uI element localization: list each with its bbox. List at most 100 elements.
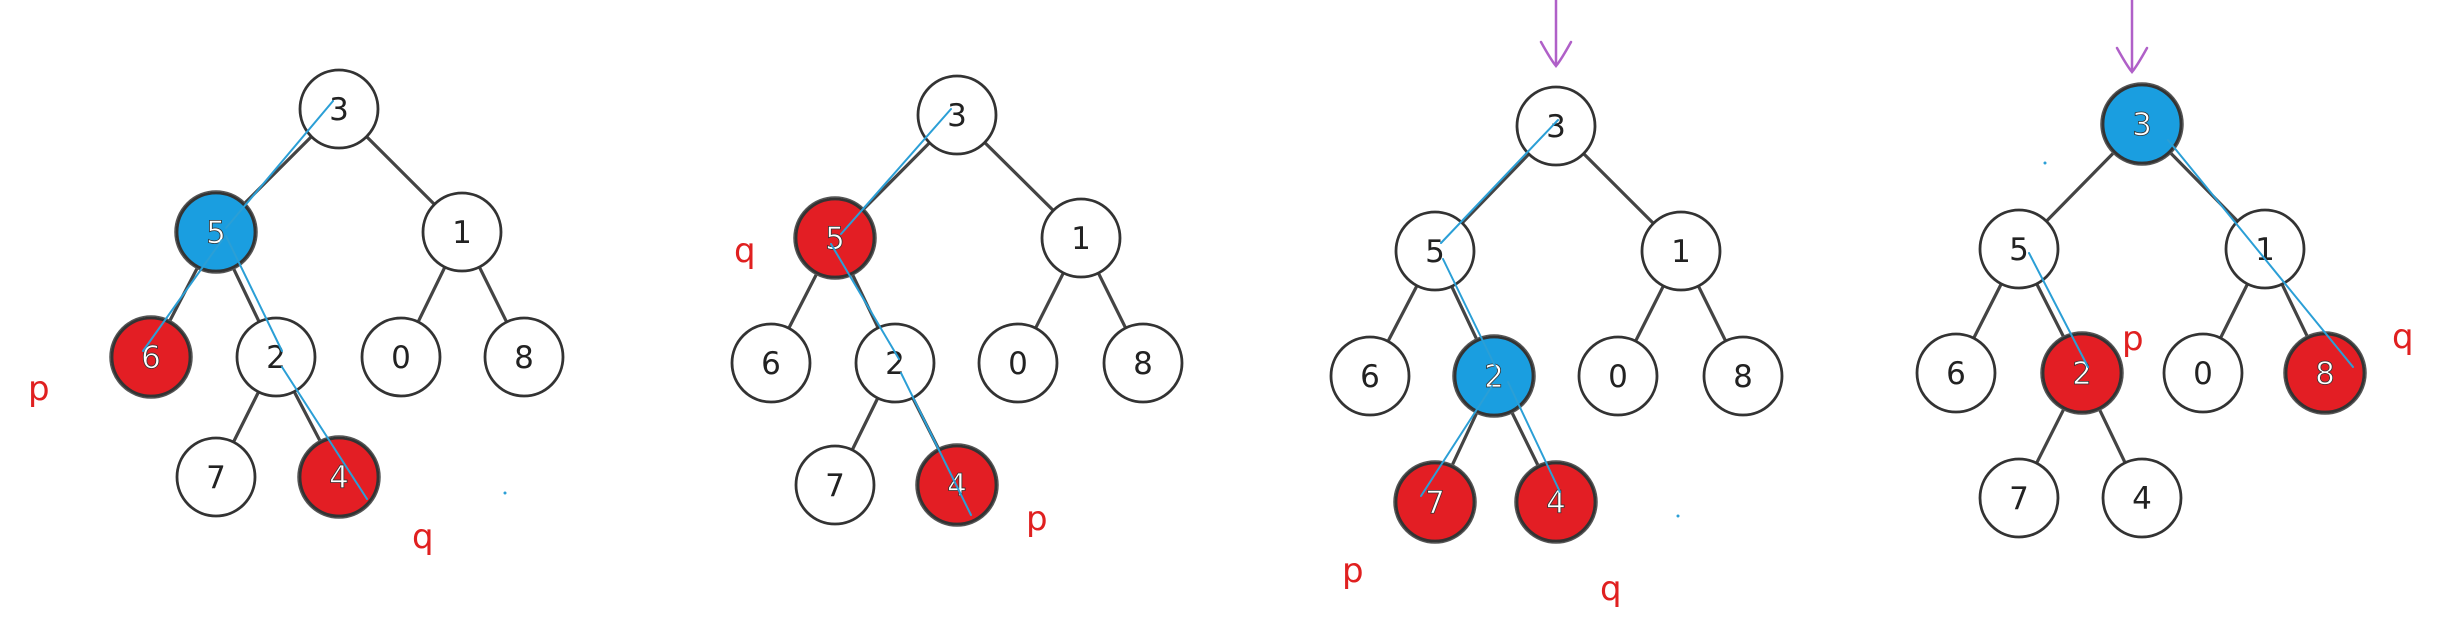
tree-edge-n1-n8 xyxy=(2280,282,2310,340)
node-circle xyxy=(175,436,257,518)
node-circle xyxy=(483,316,565,398)
tree-node-7: 7 xyxy=(794,444,876,526)
tree-node-5: 5 xyxy=(1978,208,2060,290)
path-line-n5-n2 xyxy=(1442,258,1497,369)
tree-node-7: 7 xyxy=(1393,460,1477,544)
node-label: 3 xyxy=(2132,107,2152,143)
tree-edge-n5-n6 xyxy=(1386,284,1419,343)
node-circle xyxy=(1978,457,2060,539)
node-label: 3 xyxy=(1546,109,1566,145)
tree-node-7: 7 xyxy=(175,436,257,518)
node-label: 1 xyxy=(452,215,472,251)
node-outer-ring xyxy=(1514,460,1598,544)
node-label: 7 xyxy=(1425,485,1445,521)
node-outer-ring xyxy=(1452,334,1536,418)
node-circle xyxy=(1394,461,1476,543)
path-line-n3-n8 xyxy=(2167,139,2354,368)
node-circle xyxy=(1515,461,1597,543)
node-circle xyxy=(1915,332,1997,414)
node-outer-ring xyxy=(793,196,877,280)
path-line-n2-n4 xyxy=(900,372,972,516)
node-circle xyxy=(235,316,317,398)
node-circle xyxy=(1702,335,1784,417)
tree-edge-n1-n0 xyxy=(416,265,447,324)
tree-node-0: 0 xyxy=(360,316,442,398)
node-label: 7 xyxy=(825,468,845,504)
node-label: 3 xyxy=(329,92,349,128)
node-label: 0 xyxy=(1008,346,1028,382)
tree-edge-n3-n5 xyxy=(1460,152,1531,225)
tree-node-3: 3 xyxy=(2100,82,2184,166)
tree-node-5: 5 xyxy=(174,190,258,274)
node-outer-ring xyxy=(1393,460,1477,544)
node-circle xyxy=(854,322,936,404)
tree-node-2: 2 xyxy=(235,316,317,398)
node-label: 1 xyxy=(1071,221,1091,257)
node-circle xyxy=(175,191,257,273)
tree-edge-n1-n8 xyxy=(1096,271,1128,330)
annotation-p: p xyxy=(2122,319,2144,359)
tree-edge-n3-n1 xyxy=(983,140,1055,213)
tree-node-8: 8 xyxy=(2283,331,2367,415)
node-label: 6 xyxy=(141,340,161,376)
path-line-n5-n6 xyxy=(142,239,223,352)
tree-edge-n2-n4 xyxy=(1509,409,1541,469)
tree-node-8: 8 xyxy=(483,316,565,398)
tree-node-3: 3 xyxy=(298,68,380,150)
tree-edge-n2-n7 xyxy=(1449,409,1480,469)
tree-edge-n3-n5 xyxy=(860,141,932,212)
node-circle xyxy=(916,74,998,156)
tree-edge-n3-n5 xyxy=(2044,150,2117,223)
tree-node-2: 2 xyxy=(2040,331,2124,415)
node-circle xyxy=(2162,332,2244,414)
node-circle xyxy=(730,322,812,404)
path-line-n5-n2 xyxy=(830,243,900,360)
down-arrow-icon xyxy=(2115,0,2149,74)
tree-edge-n3-n1 xyxy=(364,134,437,207)
tree-node-2: 2 xyxy=(854,322,936,404)
tree-node-3: 3 xyxy=(1515,85,1597,167)
tree-node-5: 5 xyxy=(1394,210,1476,292)
node-label: 4 xyxy=(2132,481,2152,517)
node-label: 5 xyxy=(825,221,845,257)
node-label: 2 xyxy=(885,346,905,382)
node-circle xyxy=(298,436,380,518)
node-label: 6 xyxy=(761,346,781,382)
node-circle xyxy=(1640,210,1722,292)
tree-edge-n2-n7 xyxy=(850,396,880,452)
path-line-n5-n2 xyxy=(225,235,283,352)
node-label: 8 xyxy=(1733,359,1753,395)
node-label: 7 xyxy=(2009,481,2029,517)
node-circle xyxy=(1040,197,1122,279)
tree-2: 351620874qp xyxy=(730,74,1184,539)
tree-node-6: 6 xyxy=(109,315,193,399)
tree-edge-n5-n6 xyxy=(787,271,819,330)
node-outer-ring xyxy=(297,435,381,519)
tree-edge-n5-n2 xyxy=(1450,284,1479,343)
tree-node-6: 6 xyxy=(730,322,812,404)
node-label: 3 xyxy=(947,98,967,134)
node-circle xyxy=(1577,335,1659,417)
node-circle xyxy=(1515,85,1597,167)
tree-node-1: 1 xyxy=(1640,210,1722,292)
path-line-n3-n5 xyxy=(1440,119,1559,244)
node-circle xyxy=(2041,332,2123,414)
node-label: 8 xyxy=(2315,356,2335,392)
node-label: 0 xyxy=(2193,356,2213,392)
node-circle xyxy=(2101,83,2183,165)
annotation-q: q xyxy=(734,231,756,271)
annotation-q: q xyxy=(1600,569,1622,609)
node-circle xyxy=(421,191,503,273)
stray-dot xyxy=(503,491,507,495)
tree-edge-n3-n1 xyxy=(2167,150,2240,223)
tree-edge-n1-n8 xyxy=(1696,284,1728,343)
node-outer-ring xyxy=(174,190,258,274)
path-line-n2-n4 xyxy=(281,366,368,500)
node-label: 7 xyxy=(206,460,226,496)
node-circle xyxy=(1329,335,1411,417)
path-line-n5-n2 xyxy=(2028,252,2089,368)
tree-edge-n5-n6 xyxy=(1972,282,2003,340)
